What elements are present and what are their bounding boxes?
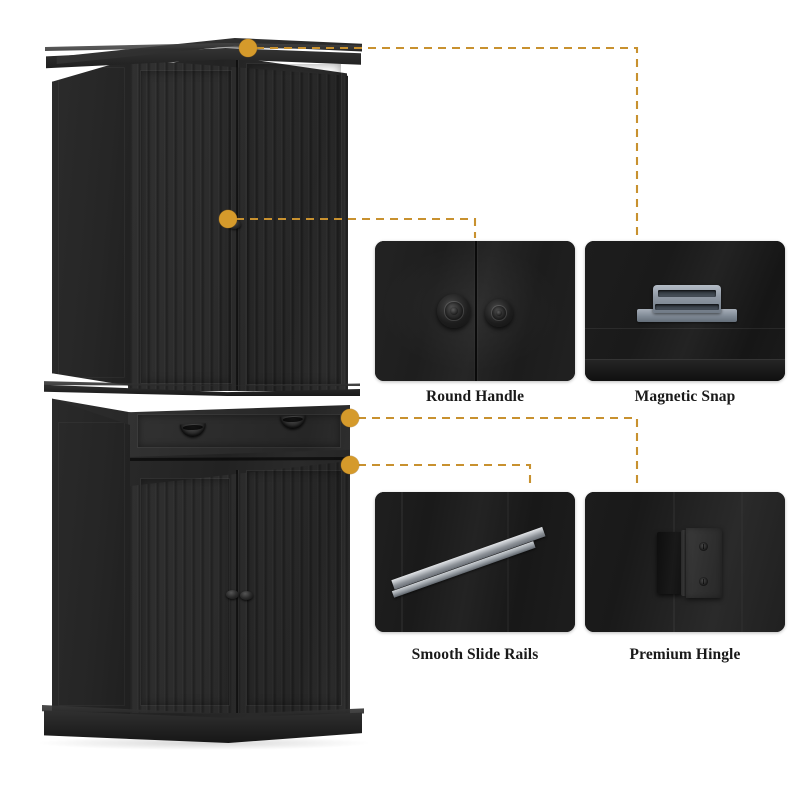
round-knob-left — [437, 294, 471, 328]
callout-dot-round-handle[interactable] — [219, 210, 237, 228]
hinge-cabinet-edge-line — [741, 492, 743, 632]
lower-door-right-panel — [246, 470, 342, 706]
lower-cabinet-side-panel — [52, 398, 130, 722]
hinge-leaf-door-side — [657, 532, 683, 594]
drawer-face — [128, 405, 350, 457]
slide-rail-cabinet-edge-left — [401, 492, 403, 632]
panel-smooth-slide-rails[interactable] — [375, 492, 575, 632]
round-handle-door-seam — [475, 241, 477, 381]
caption-round-handle: Round Handle — [425, 388, 525, 405]
caption-smooth-slide-rails: Smooth Slide Rails — [411, 646, 539, 663]
caption-premium-hingle: Premium Hingle — [629, 646, 741, 663]
hinge-screw-bottom — [699, 577, 708, 586]
hinge-leaf-frame-side — [686, 528, 722, 598]
panel-round-handle[interactable] — [375, 241, 575, 381]
callout-dot-magnetic-snap[interactable] — [239, 39, 257, 57]
panel-magnetic-snap[interactable] — [585, 241, 785, 381]
upper-door-right-panel — [246, 63, 342, 385]
hinge-knuckle — [681, 530, 687, 596]
drawer-gap — [128, 457, 350, 461]
lower-door-knob-right — [240, 591, 253, 600]
lower-cabinet-doors — [128, 461, 350, 713]
magnetic-snap-base-band — [585, 358, 785, 381]
callout-dot-premium-hingle[interactable] — [341, 409, 359, 427]
magnetic-snap-slot-lower — [655, 304, 719, 310]
hinge-screw-top — [699, 542, 708, 551]
caption-magnetic-snap: Magnetic Snap — [634, 388, 736, 405]
panel-premium-hingle[interactable] — [585, 492, 785, 632]
cabinet-crown-lip — [45, 43, 362, 51]
cabinet-product-photo — [0, 0, 400, 800]
round-knob-right — [485, 299, 513, 327]
upper-door-left-panel — [140, 70, 232, 384]
floor-shadow — [40, 736, 368, 750]
lower-door-knob-left — [226, 590, 239, 599]
slide-rail-cabinet-edge-right — [507, 492, 509, 632]
lower-door-left-panel — [140, 478, 230, 706]
magnetic-snap-slot-upper — [658, 290, 716, 297]
magnetic-snap-shelf-line — [585, 327, 785, 330]
upper-cabinet-side-panel — [52, 59, 130, 386]
callout-dot-smooth-slide-rails[interactable] — [341, 456, 359, 474]
